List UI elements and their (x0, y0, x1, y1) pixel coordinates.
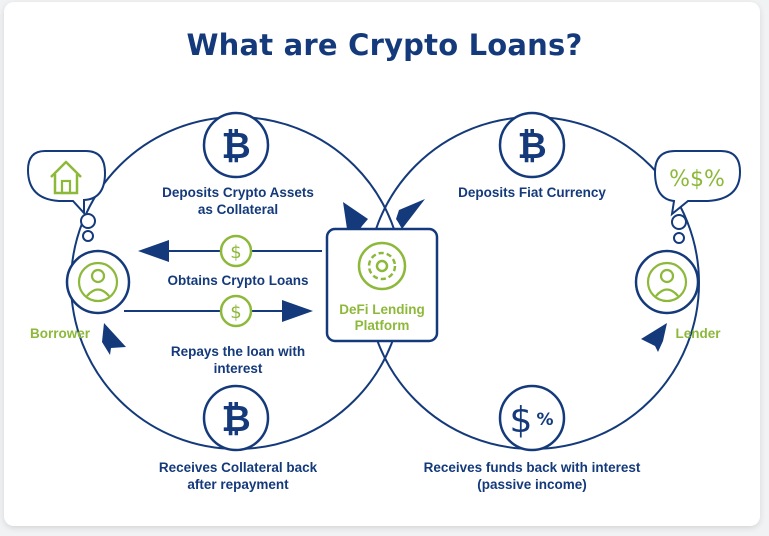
borrower-avatar (65, 249, 131, 315)
page-title: What are Crypto Loans? (186, 28, 583, 62)
bitcoin-icon-bottom-left: ₿ (202, 384, 270, 452)
svg-text:₿: ₿ (221, 399, 250, 440)
receive-funds-label: Receives funds back with interest (passi… (402, 459, 662, 493)
repay-loan-line1: Repays the loan with (170, 344, 306, 359)
arrow-to-borrower (102, 323, 126, 355)
lender-thought-bubble: %$% (653, 150, 742, 244)
svg-text:$: $ (230, 302, 241, 323)
svg-text:₿: ₿ (517, 126, 546, 167)
dollar-coin-bottom: $ (219, 294, 253, 328)
borrower-thought-bubble (26, 150, 107, 242)
arrow-to-platform-left (343, 202, 368, 229)
percent-dollar-icon: %$% (669, 167, 725, 192)
borrower-label: Borrower (29, 326, 90, 341)
user-icon (659, 268, 675, 284)
deposit-crypto-line2: as Collateral (197, 202, 279, 217)
lender-label: Lender (675, 326, 721, 341)
receive-funds-line1: Receives funds back with interest (423, 460, 641, 475)
dollar-percent-icon: $ % (498, 384, 566, 452)
repay-loan-line2: interest (213, 361, 263, 376)
defi-platform-box: DeFi Lending Platform (325, 227, 439, 343)
gear-icon (357, 241, 407, 291)
svg-text:$: $ (510, 400, 533, 441)
platform-label-line2: Platform (355, 318, 410, 333)
receive-funds-line2: (passive income) (477, 477, 587, 492)
arrow-to-platform-right (396, 199, 425, 229)
dollar-coin-top: $ (219, 234, 253, 268)
obtain-loans-label: Obtains Crypto Loans (167, 273, 309, 288)
svg-text:₿: ₿ (221, 126, 250, 167)
bitcoin-icon-top-left: ₿ (202, 111, 270, 179)
svg-text:$: $ (230, 242, 241, 263)
receive-collateral-line1: Receives Collateral back (158, 460, 318, 475)
arrow-to-lender (641, 323, 667, 352)
platform-label-line1: DeFi Lending (339, 302, 425, 317)
obtain-loans-arrowhead (138, 240, 169, 262)
receive-collateral-line2: after repayment (187, 477, 289, 492)
lender-avatar (634, 249, 700, 315)
deposit-fiat-label: Deposits Fiat Currency (458, 185, 606, 200)
svg-text:%: % (536, 410, 553, 430)
bitcoin-icon-top-right: ₿ (498, 111, 566, 179)
deposit-crypto-label: Deposits Crypto Assets as Collateral (138, 184, 338, 218)
house-icon (50, 160, 82, 195)
deposit-crypto-line1: Deposits Crypto Assets (162, 185, 314, 200)
repay-loan-arrowhead (282, 300, 313, 322)
user-icon (90, 268, 106, 284)
repay-loan-label: Repays the loan with interest (138, 343, 338, 377)
receive-collateral-label: Receives Collateral back after repayment (128, 459, 348, 493)
